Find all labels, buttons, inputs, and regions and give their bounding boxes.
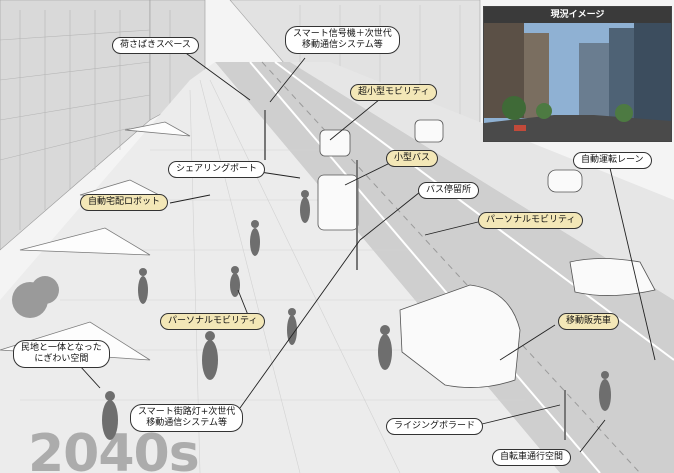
city-photo [484,23,671,141]
label-small-bus: 小型バス [386,150,439,167]
current-image-title: 現況イメージ [484,7,671,23]
pedestrians [102,190,611,440]
label-lively-space-line1: 民地と一体となった [21,343,102,353]
label-mobile-shop: 移動販売車 [558,313,620,330]
label-smart-streetlight-line1: スマート街路灯+次世代 [138,407,236,417]
label-lively-space: 民地と一体となった にぎわい空間 [13,340,110,368]
current-image-photo: 現況イメージ [483,6,672,142]
label-cargo-space: 荷さばきスペース [112,37,199,54]
label-personal-mobility-left: パーソナルモビリティ [160,313,266,330]
label-rising-bollard: ライジングボラード [386,418,484,435]
label-lively-space-line2: にぎわい空間 [34,354,89,364]
year-watermark: 2040s [28,424,200,473]
label-smart-streetlight: スマート街路灯+次世代 移動通信システム等 [130,404,244,432]
label-delivery-robot: 自動宅配ロボット [80,194,169,211]
label-sharing-port: シェアリングポート [168,161,266,178]
label-auto-driving-lane: 自動運転レーン [573,152,652,169]
label-smart-signal-line2: 移動通信システム等 [302,40,383,50]
label-bicycle-space: 自転車通行空間 [492,449,572,466]
label-smart-signal: スマート信号機＋次世代 移動通信システム等 [285,26,400,54]
label-smart-streetlight-line2: 移動通信システム等 [146,418,227,428]
label-personal-mobility-right: パーソナルモビリティ [478,212,584,229]
sidewalk [0,62,560,473]
label-bus-stop: バス停留所 [418,182,480,199]
callout-lines [69,50,656,453]
label-smart-signal-line1: スマート信号機＋次世代 [293,29,392,39]
label-micro-mobility: 超小型モビリティ [350,84,438,101]
roadway [215,62,674,473]
